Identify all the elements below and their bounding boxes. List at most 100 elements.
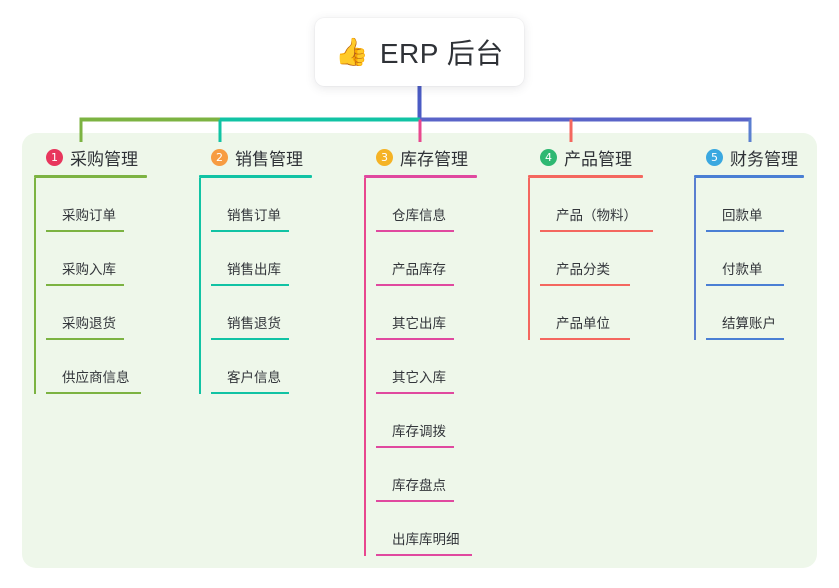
branch-item-underline bbox=[376, 284, 454, 286]
branch-column-4: 4 产品管理产品（物料） 产品分类产品单位 bbox=[528, 146, 653, 340]
branch-item-underline bbox=[46, 338, 124, 340]
branch-header-1[interactable]: 1 采购管理 bbox=[34, 146, 147, 169]
branch-item-label: 付款单 bbox=[722, 262, 763, 277]
branch-item-underline bbox=[376, 446, 454, 448]
branch-column-2: 2 销售管理销售订单销售出库销售退货客户信息 bbox=[199, 146, 312, 394]
branch-item-label: 客户信息 bbox=[227, 370, 281, 385]
branch-badge-2: 2 bbox=[211, 148, 228, 166]
branch-column-1: 1 采购管理采购订单采购入库采购退货供应商信息 bbox=[34, 146, 147, 394]
branch-item[interactable]: 产品分类 bbox=[540, 232, 643, 286]
branch-item[interactable]: 供应商信息 bbox=[46, 340, 147, 394]
branch-item[interactable]: 客户信息 bbox=[211, 340, 312, 394]
branch-item[interactable]: 结算账户 bbox=[706, 286, 804, 340]
branch-item-label: 库存盘点 bbox=[392, 478, 446, 493]
branch-header-2[interactable]: 2 销售管理 bbox=[199, 146, 312, 169]
branch-item-underline bbox=[376, 554, 472, 556]
branch-item-label: 仓库信息 bbox=[392, 208, 446, 223]
branch-spine bbox=[364, 178, 366, 556]
branch-item[interactable]: 产品库存 bbox=[376, 232, 477, 286]
branch-badge-5: 5 bbox=[706, 148, 723, 166]
root-title: ERP 后台 bbox=[379, 38, 504, 69]
branch-item[interactable]: 其它入库 bbox=[376, 340, 477, 394]
branch-item-label: 结算账户 bbox=[722, 316, 776, 331]
branch-item[interactable]: 付款单 bbox=[706, 232, 804, 286]
branch-items: 产品（物料） 产品分类产品单位 bbox=[528, 178, 653, 340]
branch-item[interactable]: 销售订单 bbox=[211, 178, 312, 232]
branch-items: 仓库信息产品库存其它出库其它入库库存调拨库存盘点出库库明细 bbox=[364, 178, 477, 556]
branch-title: 库存管理 bbox=[400, 149, 468, 169]
branch-item[interactable]: 采购订单 bbox=[46, 178, 147, 232]
branch-item-label: 产品分类 bbox=[556, 262, 610, 277]
branch-spine bbox=[34, 178, 36, 394]
branch-column-5: 5 财务管理回款单付款单结算账户 bbox=[694, 146, 804, 340]
branch-spine bbox=[199, 178, 201, 394]
branch-item-underline bbox=[46, 230, 124, 232]
branch-item[interactable]: 库存调拨 bbox=[376, 394, 477, 448]
branch-header-3[interactable]: 3 库存管理 bbox=[364, 146, 477, 169]
branch-underline bbox=[364, 175, 477, 178]
branch-item-label: 采购订单 bbox=[62, 208, 116, 223]
branch-spine bbox=[694, 178, 696, 340]
branch-item-label: 回款单 bbox=[722, 208, 763, 223]
branch-item-label: 销售订单 bbox=[227, 208, 281, 223]
branch-item-label: 产品单位 bbox=[556, 316, 610, 331]
branch-item-underline bbox=[46, 392, 141, 394]
branch-items: 采购订单采购入库采购退货供应商信息 bbox=[34, 178, 147, 394]
branch-item[interactable]: 回款单 bbox=[706, 178, 804, 232]
branch-item-underline bbox=[376, 392, 454, 394]
branch-item-label: 其它出库 bbox=[392, 316, 446, 331]
branch-item-underline bbox=[706, 230, 784, 232]
branch-item-label: 供应商信息 bbox=[62, 370, 130, 385]
branch-header-5[interactable]: 5 财务管理 bbox=[694, 146, 804, 169]
branch-item[interactable]: 仓库信息 bbox=[376, 178, 477, 232]
branch-item-label: 销售出库 bbox=[227, 262, 281, 277]
branch-item[interactable]: 产品单位 bbox=[540, 286, 643, 340]
branch-item[interactable]: 采购退货 bbox=[46, 286, 147, 340]
branch-title: 采购管理 bbox=[70, 149, 138, 169]
branch-item[interactable]: 库存盘点 bbox=[376, 448, 477, 502]
branch-badge-3: 3 bbox=[376, 148, 393, 166]
branch-item-underline bbox=[211, 338, 289, 340]
branch-item-label: 销售退货 bbox=[227, 316, 281, 331]
branch-item[interactable]: 销售退货 bbox=[211, 286, 312, 340]
branch-underline bbox=[528, 175, 643, 178]
branch-item-label: 出库库明细 bbox=[392, 532, 460, 547]
branch-items: 回款单付款单结算账户 bbox=[694, 178, 804, 340]
branch-item[interactable]: 销售出库 bbox=[211, 232, 312, 286]
branch-item-underline bbox=[376, 500, 454, 502]
thumbs-up-icon: 👍 bbox=[335, 36, 369, 67]
branch-underline bbox=[34, 175, 147, 178]
branch-item-label: 库存调拨 bbox=[392, 424, 446, 439]
branch-spine bbox=[528, 178, 530, 340]
branch-column-3: 3 库存管理仓库信息产品库存其它出库其它入库库存调拨库存盘点出库库明细 bbox=[364, 146, 477, 556]
branch-items: 销售订单销售出库销售退货客户信息 bbox=[199, 178, 312, 394]
branch-item-underline bbox=[376, 230, 454, 232]
branch-badge-1: 1 bbox=[46, 148, 63, 166]
branch-item[interactable]: 采购入库 bbox=[46, 232, 147, 286]
branch-item-underline bbox=[540, 338, 630, 340]
branch-title: 财务管理 bbox=[730, 149, 798, 169]
branch-item-label: 产品（物料） bbox=[556, 208, 637, 223]
branch-item-underline bbox=[376, 338, 454, 340]
branch-item-label: 采购入库 bbox=[62, 262, 116, 277]
branch-item-label: 产品库存 bbox=[392, 262, 446, 277]
branch-item-label: 其它入库 bbox=[392, 370, 446, 385]
branch-item[interactable]: 其它出库 bbox=[376, 286, 477, 340]
branch-item-underline bbox=[211, 392, 289, 394]
branch-item-underline bbox=[540, 284, 630, 286]
branch-item-underline bbox=[706, 338, 784, 340]
root-node[interactable]: 👍 ERP 后台 bbox=[315, 18, 524, 86]
branch-item[interactable]: 出库库明细 bbox=[376, 502, 477, 556]
branch-item-underline bbox=[46, 284, 124, 286]
branch-header-4[interactable]: 4 产品管理 bbox=[528, 146, 643, 169]
branch-item-underline bbox=[540, 230, 653, 232]
branch-underline bbox=[694, 175, 804, 178]
branch-item-underline bbox=[211, 230, 289, 232]
branch-title: 产品管理 bbox=[564, 149, 632, 169]
branch-item-label: 采购退货 bbox=[62, 316, 116, 331]
branch-badge-4: 4 bbox=[540, 148, 557, 166]
branch-title: 销售管理 bbox=[235, 149, 303, 169]
branch-item-underline bbox=[706, 284, 784, 286]
branch-item[interactable]: 产品（物料） bbox=[540, 178, 653, 232]
